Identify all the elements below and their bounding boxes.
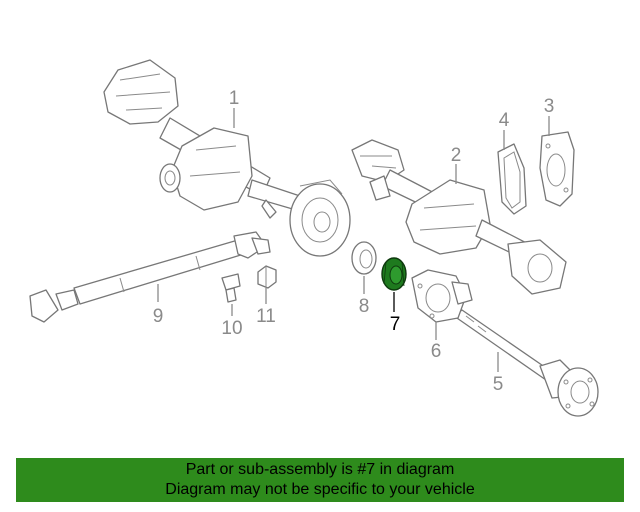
part-3-cover[interactable]: [539, 131, 575, 207]
callout-7[interactable]: 7: [390, 314, 401, 335]
part-2-front-axle[interactable]: [351, 139, 567, 295]
callout-11[interactable]: 11: [256, 306, 276, 327]
info-banner: Part or sub-assembly is #7 in diagram Di…: [16, 458, 624, 502]
part-5-axle-shaft[interactable]: [453, 309, 599, 417]
callout-8[interactable]: 8: [359, 296, 370, 317]
callout-2[interactable]: 2: [451, 145, 462, 166]
callout-5[interactable]: 5: [493, 374, 504, 395]
part-7-seal-highlighted[interactable]: [381, 257, 407, 291]
banner-line-part-number: Part or sub-assembly is #7 in diagram: [185, 461, 455, 478]
part-11-nut[interactable]: [257, 265, 277, 289]
part-6-housing[interactable]: [411, 269, 473, 323]
callout-10[interactable]: 10: [221, 318, 242, 339]
callout-1[interactable]: 1: [229, 88, 240, 109]
part-8-bearing-ring[interactable]: [351, 241, 377, 275]
parts-diagram: 1 2 3 4 5 6 7 8 9 10 11: [29, 59, 599, 417]
banner-line-disclaimer: Diagram may not be specific to your vehi…: [165, 481, 475, 498]
part-1-rear-axle[interactable]: [103, 59, 351, 257]
part-9-drive-shaft[interactable]: [29, 231, 271, 323]
callout-3[interactable]: 3: [544, 96, 555, 117]
part-10-bolt[interactable]: [221, 273, 241, 303]
callout-9[interactable]: 9: [153, 306, 164, 327]
callout-4[interactable]: 4: [499, 110, 510, 131]
part-4-gasket[interactable]: [497, 143, 527, 215]
callout-6[interactable]: 6: [431, 341, 442, 362]
